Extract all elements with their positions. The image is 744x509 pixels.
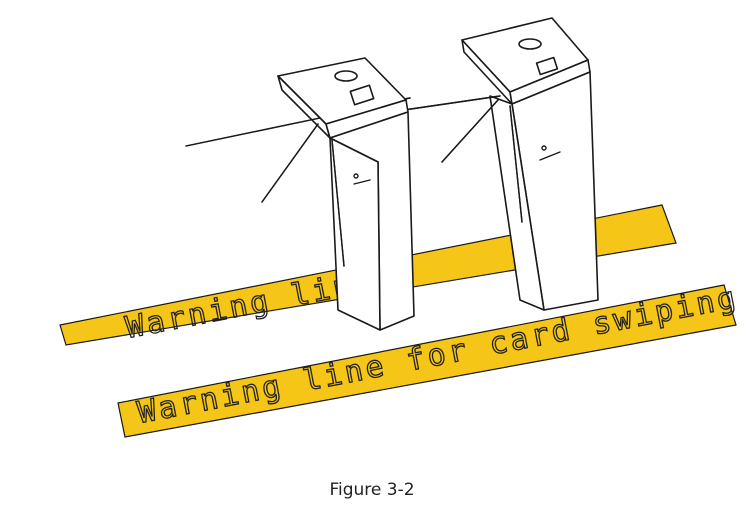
left-turnstile xyxy=(185,57,415,331)
front-warning-stripe xyxy=(117,284,737,438)
right-turnstile xyxy=(403,17,599,311)
figure-caption: Figure 3-2 xyxy=(329,480,415,500)
turnstile-illustration: Warning line Warning line for card swipi… xyxy=(59,17,742,438)
